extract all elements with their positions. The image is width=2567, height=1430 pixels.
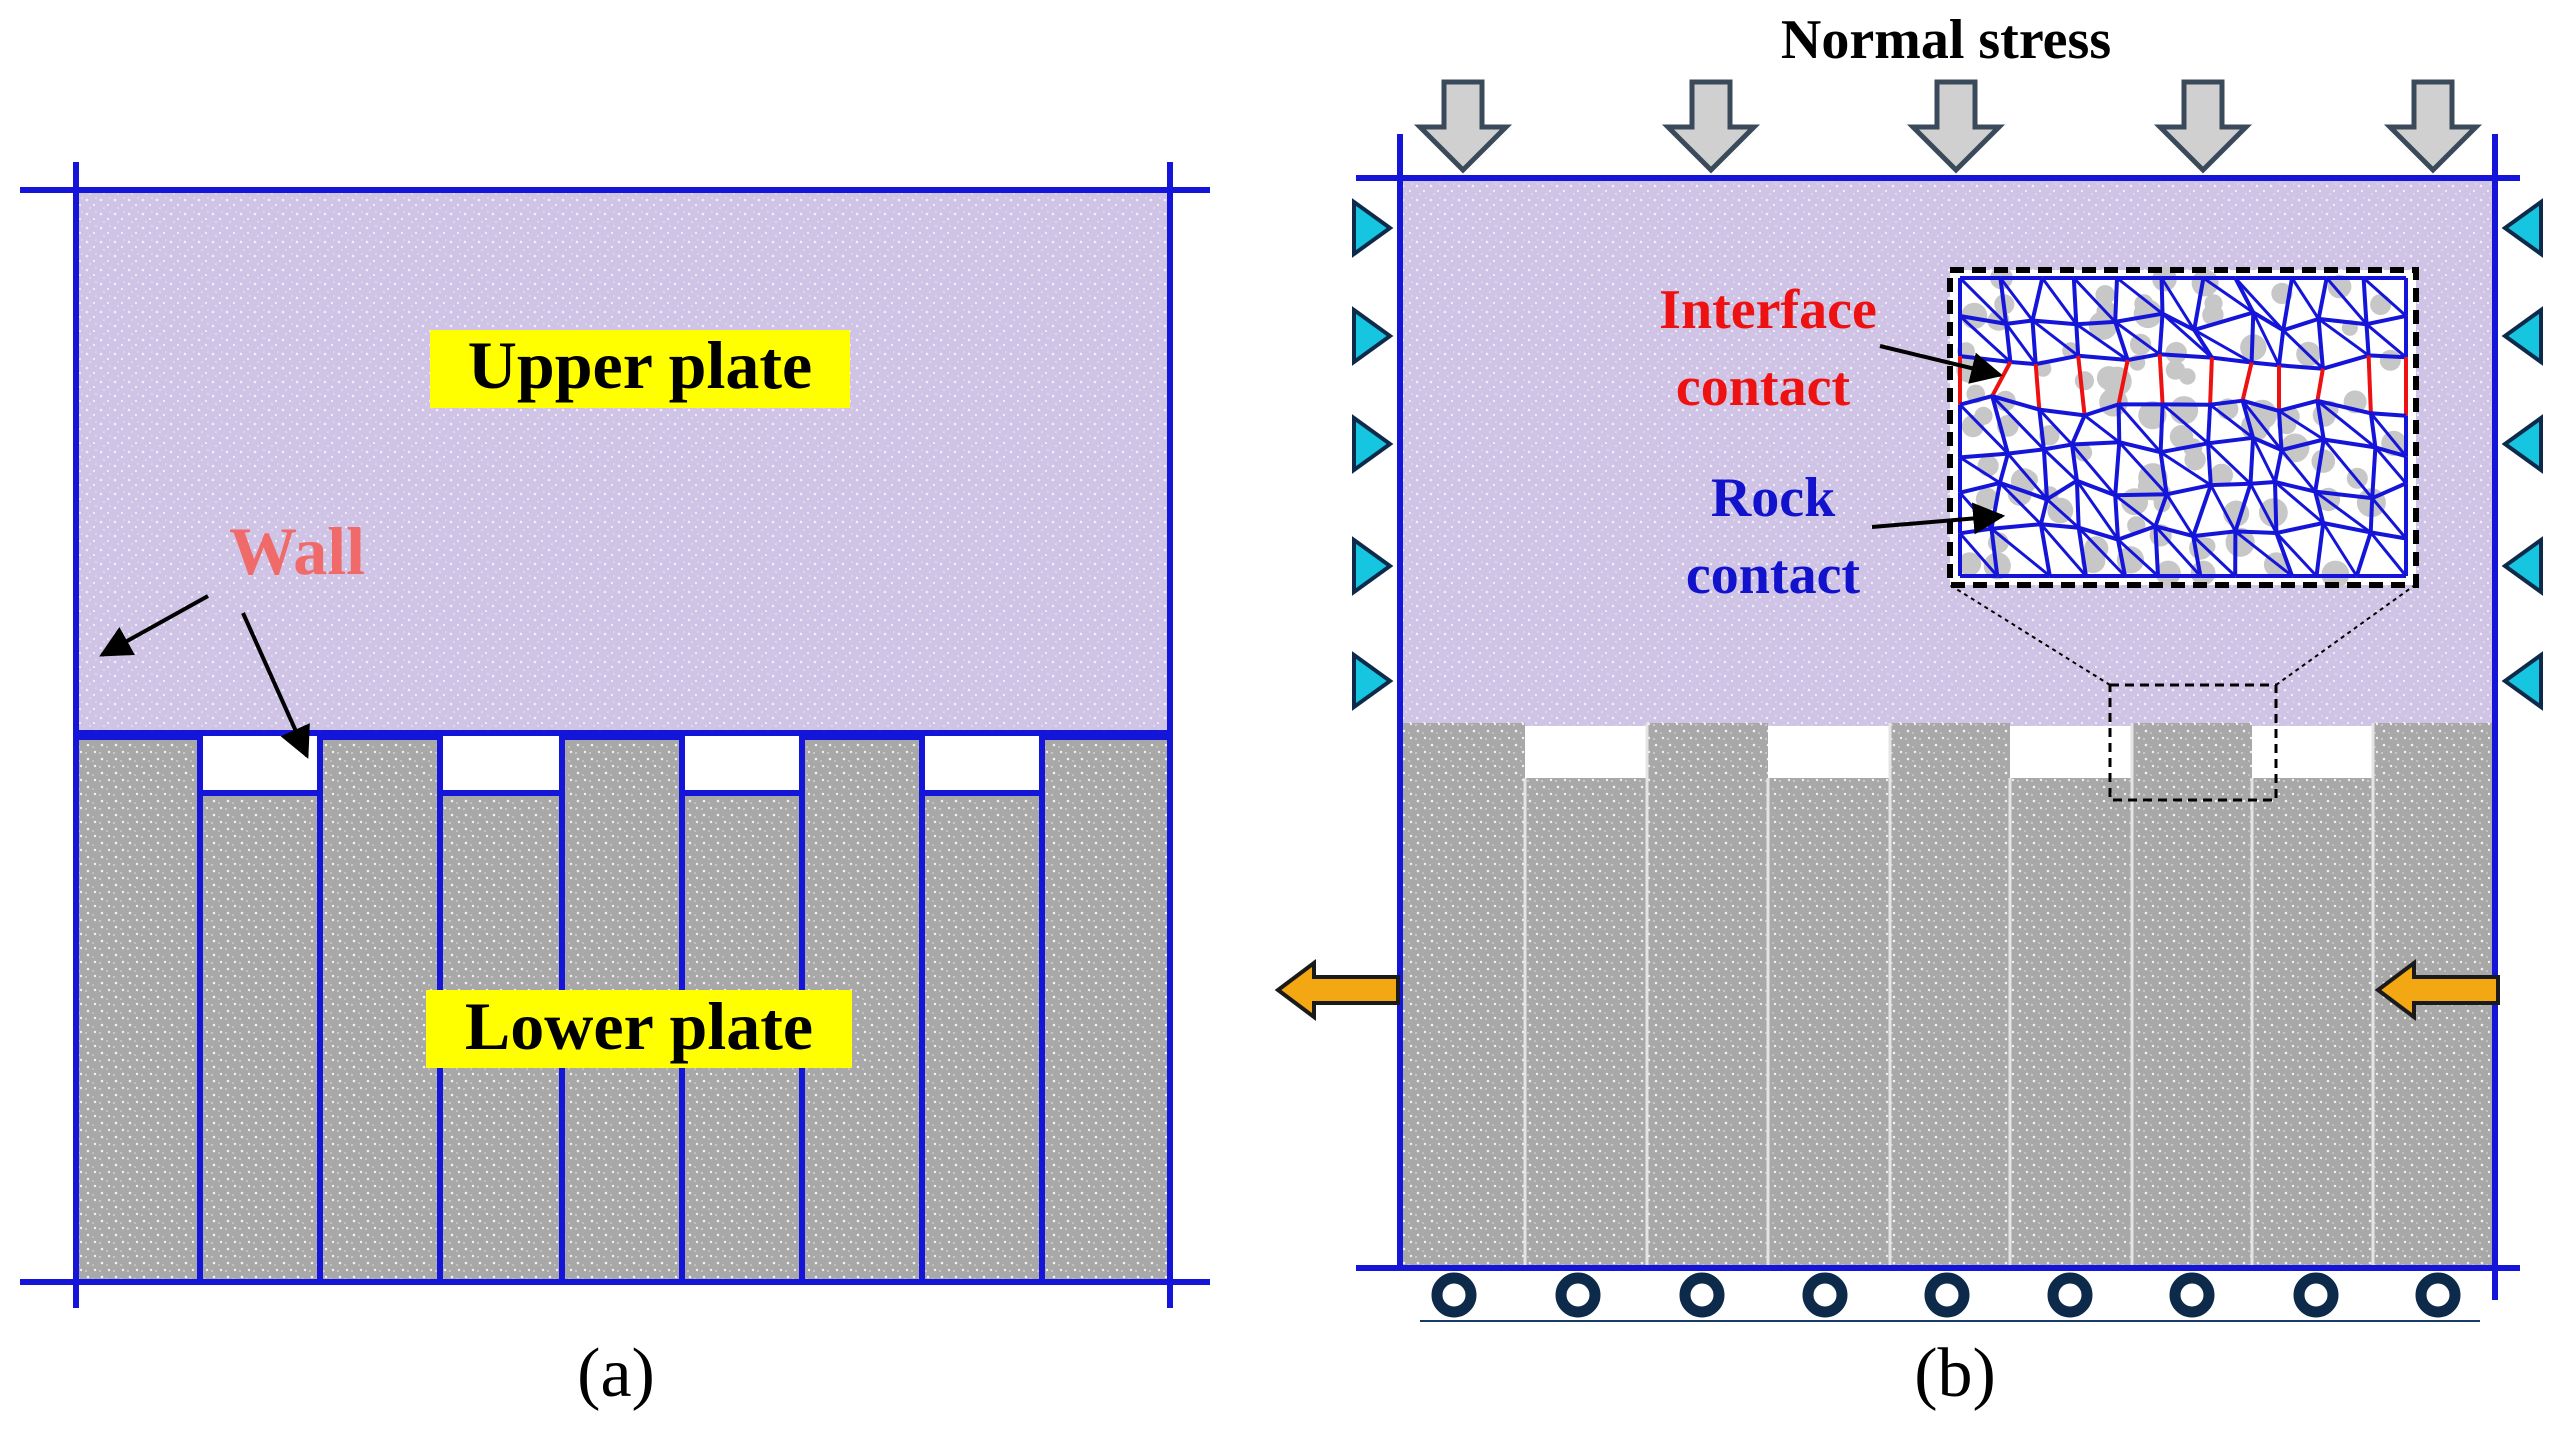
interface-label-line2: contact [1676, 356, 1851, 418]
roller-icon [1561, 1278, 1595, 1312]
inset-grain [2166, 360, 2185, 379]
rock-contact-line [2208, 443, 2211, 485]
roller-icon [1930, 1278, 1964, 1312]
rock-label-line2: contact [1686, 544, 1861, 606]
normal-stress-title: Normal stress [1781, 9, 2111, 71]
rock-contact-line [2371, 413, 2406, 415]
inset-grain [1978, 455, 1999, 476]
interface-label-line1: Interface [1659, 279, 1877, 341]
inset-grain [2259, 498, 2288, 527]
triangle-support-icon [2505, 202, 2541, 254]
right-supports [2505, 202, 2541, 707]
triangle-support-icon [2505, 655, 2541, 707]
rock-contact-line [2251, 438, 2254, 484]
rock-contact-line [2119, 404, 2120, 442]
down-arrow-icon [1420, 82, 1506, 170]
roller-icon [2421, 1278, 2455, 1312]
wall-label: Wall [229, 513, 365, 589]
down-arrow-icon [2160, 82, 2246, 170]
caption-a: (a) [577, 1335, 655, 1412]
panel-a: Upper plate Lower plate Wall (a) [20, 162, 1210, 1412]
rock-label-line1: Rock [1711, 467, 1836, 529]
roller-icon [2053, 1278, 2087, 1312]
interface-contact-line [2369, 355, 2371, 413]
rock-contact-line [2155, 526, 2158, 576]
down-arrow-icon [1913, 82, 1999, 170]
inset-grain [2165, 342, 2187, 364]
inset-grain [2370, 294, 2391, 315]
inset-grain [2198, 538, 2215, 555]
inset-grain [2170, 396, 2198, 424]
rock-contact-line [2077, 481, 2079, 528]
down-arrow-icon [1668, 82, 1754, 170]
upper-plate [76, 190, 1170, 733]
upper-plate-label: Upper plate [468, 327, 812, 403]
triangle-support-icon [1354, 310, 1390, 362]
rock-contact-line [2160, 314, 2163, 355]
caption-b: (b) [1914, 1335, 1996, 1412]
panel-b: Normal stress [1278, 9, 2541, 1412]
rock-contact-line [2115, 494, 2167, 495]
rock-contact-line [2235, 531, 2276, 533]
inset-grain [2380, 350, 2401, 371]
rock-contact-line [2252, 363, 2279, 366]
interface-contact-line [2210, 358, 2212, 405]
rock-contact-line [2279, 411, 2282, 450]
left-supports [1354, 202, 1390, 707]
down-arrow-icon [2390, 82, 2476, 170]
rock-contact-line [2115, 278, 2117, 322]
roller-icon [2299, 1278, 2333, 1312]
lower-plate-b [1400, 723, 2495, 1268]
rock-contact-line [2369, 355, 2406, 357]
triangle-support-icon [1354, 655, 1390, 707]
rock-contact-line [2162, 278, 2163, 314]
inset-grain [2191, 561, 2216, 586]
down-arrows [1420, 82, 2476, 170]
triangle-support-icon [1354, 540, 1390, 592]
rock-contact-line [2161, 404, 2163, 452]
triangle-support-icon [2505, 310, 2541, 362]
triangle-support-icon [1354, 202, 1390, 254]
rock-contact-line [2251, 482, 2276, 484]
rock-contact-line [2367, 324, 2369, 355]
rollers [1437, 1278, 2455, 1312]
zoom-inset [1950, 267, 2416, 589]
inset-grain [2192, 270, 2219, 297]
rock-contact-line [2076, 322, 2115, 324]
roller-icon [2175, 1278, 2209, 1312]
lower-plate-label: Lower plate [465, 988, 813, 1064]
inset-grain [2075, 371, 2094, 390]
rock-contact-line [2208, 405, 2210, 444]
rock-contact-line [2252, 313, 2254, 363]
rock-contact-line [2371, 498, 2373, 532]
roller-icon [1437, 1278, 1471, 1312]
triangle-support-icon [2505, 540, 2541, 592]
roller-icon [1685, 1278, 1719, 1312]
rock-contact-line [2211, 484, 2251, 485]
rock-contact-line [2010, 362, 2035, 364]
triangle-support-icon [2505, 418, 2541, 470]
rock-contact-line [2074, 278, 2077, 324]
roller-icon [1808, 1278, 1842, 1312]
rock-contact-line [2076, 324, 2078, 356]
shear-arrow-icon [1278, 963, 1398, 1017]
rock-contact-line [2072, 442, 2119, 444]
rock-contact-line [2275, 482, 2276, 533]
triangle-support-icon [1354, 418, 1390, 470]
rock-contact-line [2115, 495, 2118, 539]
